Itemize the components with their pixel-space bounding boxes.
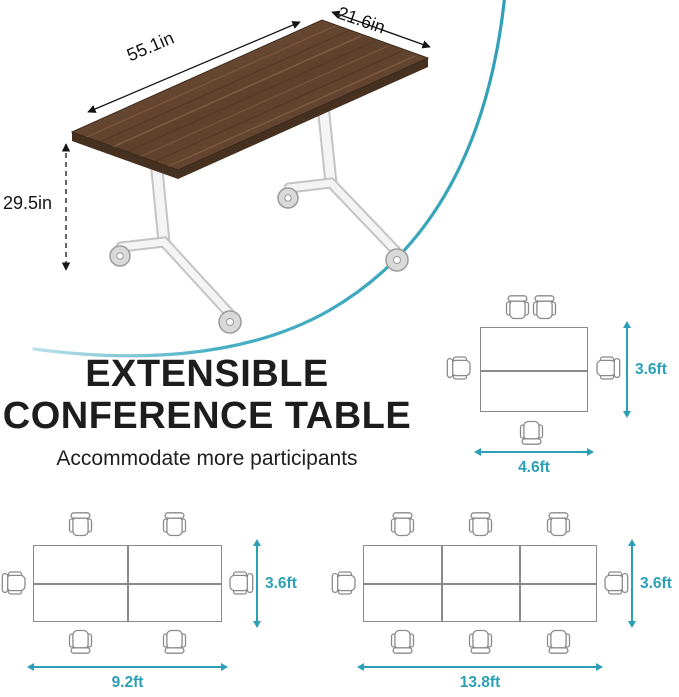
depth-dimension-line: 3.6ft bbox=[628, 539, 672, 628]
table-top-view bbox=[480, 327, 588, 412]
chair-icon bbox=[546, 512, 571, 538]
chair-icon bbox=[532, 295, 557, 321]
seating-diagram-medium: 3.6ft 9.2ft bbox=[0, 500, 300, 697]
chair-icon bbox=[390, 628, 415, 654]
depth-dimension-label: 3.6ft bbox=[265, 574, 297, 592]
chair-icon bbox=[390, 512, 415, 538]
length-dimension-label: 13.8ft bbox=[459, 674, 501, 691]
length-dimension-line: 4.6ft bbox=[474, 448, 594, 476]
dimension-arrows bbox=[61, 10, 431, 271]
chair-icon bbox=[162, 512, 187, 538]
chair-icon bbox=[162, 628, 187, 654]
table-top-view bbox=[33, 545, 222, 622]
chair-icon bbox=[468, 628, 493, 654]
chair-icon bbox=[447, 356, 473, 381]
chair-icon bbox=[332, 571, 358, 596]
table-3d-illustration: 55.1in 21.6in 29.5in bbox=[0, 0, 460, 345]
chair-icon bbox=[595, 356, 621, 381]
chair-icon bbox=[519, 419, 544, 445]
headline-line2: CONFERENCE TABLE bbox=[2, 394, 412, 437]
length-dimension-line: 13.8ft bbox=[357, 663, 603, 691]
headline-subtitle: Accommodate more participants bbox=[56, 446, 358, 470]
chair-icon bbox=[68, 628, 93, 654]
height-dimension-label: 29.5in bbox=[3, 193, 53, 213]
seating-diagram-small: 3.6ft 4.6ft bbox=[430, 282, 679, 487]
headline-line1: EXTENSIBLE bbox=[85, 353, 329, 395]
headline: EXTENSIBLE CONFERENCE TABLE Accommodate … bbox=[0, 353, 414, 471]
depth-dimension-label: 3.6ft bbox=[635, 360, 667, 378]
table-top-view bbox=[363, 545, 597, 622]
chair-icon bbox=[505, 295, 530, 321]
depth-dimension-line: 3.6ft bbox=[253, 539, 297, 628]
chair-icon bbox=[2, 571, 28, 596]
chair-icon bbox=[468, 512, 493, 538]
depth-dimension-line: 3.6ft bbox=[623, 321, 667, 418]
chair-icon bbox=[228, 571, 254, 596]
depth-dimension-label: 3.6ft bbox=[640, 574, 672, 592]
chair-icon bbox=[546, 628, 571, 654]
length-dimension-label: 4.6ft bbox=[518, 459, 550, 476]
folding-table-drawing bbox=[61, 10, 431, 334]
chair-icon bbox=[68, 512, 93, 538]
length-dimension-label: 9.2ft bbox=[111, 674, 144, 691]
table-grid-line bbox=[481, 370, 587, 372]
caster-wheel-icons bbox=[109, 187, 409, 334]
length-dimension-line: 9.2ft bbox=[27, 663, 228, 691]
chair-icon bbox=[603, 571, 629, 596]
table-grid-line bbox=[34, 583, 221, 585]
seating-diagram-large: 3.6ft 13.8ft bbox=[330, 500, 679, 697]
table-grid-line bbox=[364, 583, 596, 585]
